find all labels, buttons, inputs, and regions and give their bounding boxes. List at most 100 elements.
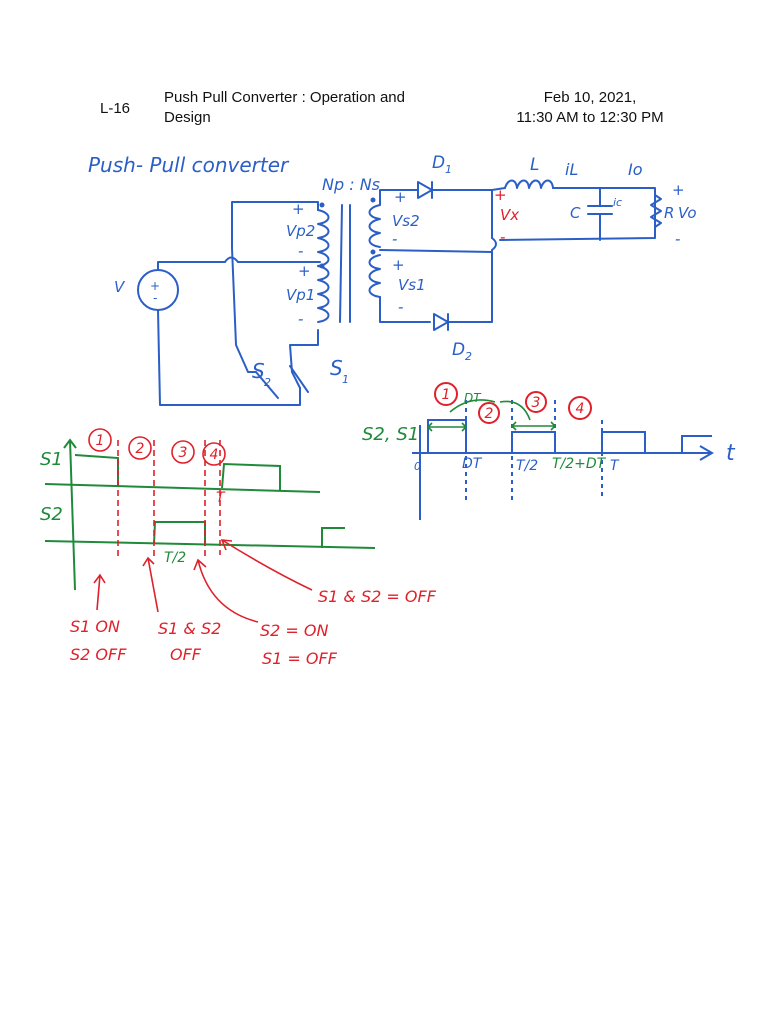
- timing-left-annotations: [88, 428, 313, 623]
- vp1-label: Vp1: [286, 286, 315, 304]
- dt-curve-right: [499, 400, 531, 421]
- vin-minus: -: [153, 291, 157, 305]
- arrow-note-d: [220, 539, 313, 591]
- vx-label: Vx: [500, 206, 519, 224]
- timing-left-labels: S1 S2 1 2 3 4 T T/2 S1 ON S2 OFF S1 & S2…: [40, 433, 437, 668]
- d2-label: D: [452, 340, 465, 360]
- dot-primary-upper: [319, 202, 325, 208]
- wire-secondary-top: [379, 189, 419, 206]
- vs2-label: Vs2: [392, 212, 420, 230]
- s1-waveform: [74, 454, 281, 490]
- switch-s1-blade: [289, 365, 309, 393]
- timing-left-y-arrow: [63, 438, 77, 449]
- note-a-line-2: S2 OFF: [70, 645, 127, 664]
- wire-d2-out: [447, 249, 493, 323]
- dt-top-label: DT: [464, 391, 482, 405]
- left-t-half-label: T/2: [164, 550, 186, 566]
- wire-to-inductor: [491, 187, 506, 191]
- wire-d1-out: [431, 189, 493, 239]
- note-b-line-2: OFF: [170, 645, 202, 664]
- timing-right-t-axis: [412, 445, 714, 461]
- resistor-symbol: [650, 194, 662, 228]
- s1-switch-label-sub: 1: [342, 373, 349, 386]
- note-a-line-1: S1 ON: [70, 617, 120, 636]
- capacitor-symbol: [587, 187, 613, 241]
- pulse-s1-1: [427, 419, 467, 453]
- t-half-label: T/2: [516, 458, 538, 474]
- note-c-line-1: S2 = ON: [260, 621, 329, 640]
- vp1-plus: +: [298, 262, 311, 280]
- interval-4-circle: [568, 396, 592, 420]
- interval-1-number: 1: [442, 387, 451, 403]
- vs1-plus: +: [392, 256, 405, 274]
- left-interval-2-number: 2: [136, 441, 145, 457]
- note-d: S1 & S2 = OFF: [318, 587, 437, 606]
- switch-s1-wire: [289, 329, 319, 389]
- primary-coil-upper: [317, 209, 330, 267]
- wire-top-primary: [231, 201, 319, 249]
- dot-secondary-upper: [370, 197, 376, 203]
- left-interval-4-circle: [202, 442, 226, 466]
- title-line-2: Design: [164, 109, 211, 126]
- s2-switch-label-sub: 2: [264, 376, 271, 389]
- inductor-symbol: [504, 179, 554, 189]
- dt-arrow-1: [426, 422, 468, 432]
- left-interval-4-number: 4: [210, 447, 219, 463]
- s1-wave-label: S1: [40, 449, 63, 470]
- diode-d1-symbol: [417, 181, 433, 199]
- s1-baseline: [44, 483, 321, 493]
- circuit-labels: Push- Pull converter Np : Ns D 1 D 2 L i…: [88, 153, 697, 389]
- wire-jump: [491, 237, 497, 251]
- vs1-minus: -: [398, 298, 403, 316]
- inductor-label: L: [530, 155, 539, 175]
- primary-coil-lower: [317, 265, 330, 323]
- interval-3-circle: [525, 391, 547, 413]
- wire-secondary-center: [379, 249, 493, 253]
- diode-d2-symbol: [433, 313, 449, 331]
- vs2-plus: +: [394, 188, 407, 206]
- r-load-label: R: [664, 204, 674, 222]
- left-interval-3-number: 3: [179, 445, 188, 461]
- left-interval-3-circle: [171, 440, 195, 464]
- s1-switch-label: S: [330, 356, 343, 380]
- title-line-1: Push Pull Converter : Operation and: [164, 89, 405, 106]
- heading-push-pull: Push- Pull converter: [88, 153, 290, 177]
- vo-label: Vo: [678, 204, 697, 222]
- lecture-title: Push Pull Converter : Operation and Desi…: [164, 88, 464, 128]
- wire-crossover: [224, 256, 239, 263]
- ic-label: ic: [613, 196, 622, 209]
- wire-center-tap: [157, 261, 321, 271]
- timing-right-dividers: [465, 400, 603, 500]
- timing-right-green-marks: [426, 399, 557, 432]
- timing-right-interval-circles: [434, 382, 592, 424]
- interval-1-circle: [434, 382, 458, 406]
- dot-secondary-lower: [370, 249, 376, 255]
- il-label: iL: [565, 160, 578, 179]
- vp2-label: Vp2: [286, 222, 315, 240]
- s2-wave-label: S2: [40, 504, 63, 525]
- vo-plus: +: [672, 181, 685, 199]
- secondary-coil-lower: [368, 254, 381, 298]
- arrow-note-b: [142, 556, 159, 613]
- zero-label: 0: [414, 460, 421, 473]
- date-line-1: Feb 10, 2021,: [543, 89, 637, 106]
- interval-3-number: 3: [532, 395, 541, 411]
- vs1-label: Vs1: [398, 276, 426, 294]
- transformer-core: [339, 204, 351, 323]
- vo-minus: -: [675, 230, 680, 248]
- lecture-number: L-16: [100, 100, 131, 117]
- vx-labels: + Vx -: [494, 186, 519, 246]
- t-axis-label: t: [726, 441, 736, 466]
- left-interval-2-circle: [128, 436, 152, 460]
- vin-label: V: [114, 278, 126, 296]
- wire-output-loop: [499, 187, 656, 241]
- timing-right-interval-numbers: 1 2 3 4: [442, 387, 585, 422]
- timing-right-labels: S2, S1 t 0 DT T/2 T/2+DT T DT: [362, 391, 736, 474]
- interval-2-number: 2: [485, 406, 494, 422]
- vp1-minus: -: [298, 310, 303, 328]
- lecture-date: Feb 10, 2021, 11:30 AM to 12:30 PM: [500, 88, 680, 128]
- vx-minus: -: [500, 228, 505, 246]
- s2-switch-label: S: [252, 359, 265, 383]
- dt-arrow-2: [510, 421, 557, 431]
